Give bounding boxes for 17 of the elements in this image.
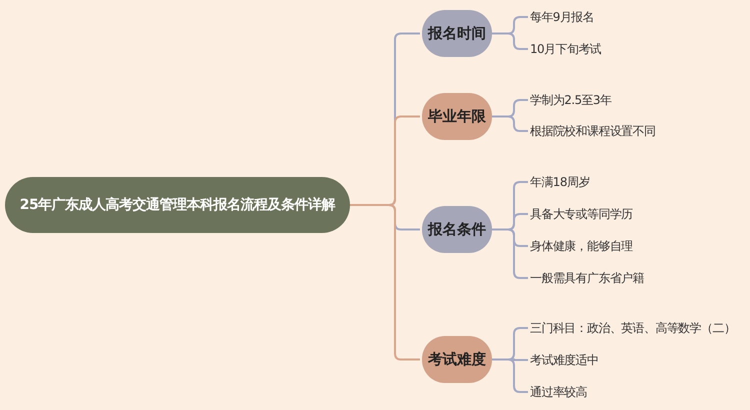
item-text: 每年9月报名 [530, 6, 594, 28]
item-text: 根据院校和课程设置不同 [530, 120, 656, 142]
item-text: 10月下旬考试 [530, 38, 602, 60]
topic-box: 考试难度 [422, 336, 492, 383]
topic-box: 报名时间 [422, 10, 492, 57]
connector-line [350, 204, 420, 360]
item-text: 学制为2.5至3年 [530, 89, 612, 111]
item-text: 通过率较高 [530, 381, 588, 403]
item-text: 一般需具有广东省户籍 [530, 267, 644, 289]
item-text: 身体健康，能够自理 [530, 235, 633, 257]
item-text: 考试难度适中 [530, 349, 598, 371]
item-text: 年满18周岁 [530, 171, 590, 193]
item-text: 三门科目：政治、英语、高等数学（二） [530, 317, 736, 339]
item-text: 具备大专或等同学历 [530, 203, 633, 225]
title-box: 25年广东成人高考交通管理本科报名流程及条件详解 [5, 177, 350, 233]
topic-box: 报名条件 [422, 206, 492, 253]
topic-box: 毕业年限 [422, 93, 492, 140]
